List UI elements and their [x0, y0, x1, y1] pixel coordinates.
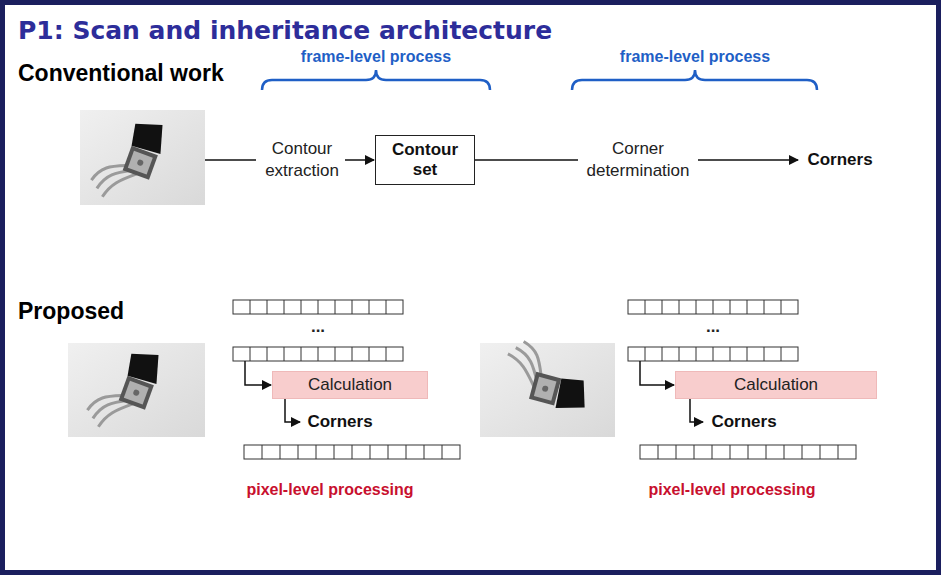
label-text: ...: [311, 316, 325, 338]
slide-title: P1: Scan and inheritance architecture: [18, 16, 552, 45]
switch-photo: [480, 338, 615, 437]
label-text: Corners: [307, 411, 372, 433]
pixel-row: [628, 347, 798, 361]
flow-line: [475, 159, 578, 161]
label-text: pixel-level processing: [246, 480, 413, 501]
slide-border: [3, 3, 939, 573]
calculation-box: Calculation: [272, 371, 428, 399]
label-text: frame-level process: [301, 47, 451, 68]
data-box: Contour set: [375, 135, 475, 186]
label-text: Proposed: [18, 297, 124, 327]
pixel-row: [244, 445, 460, 459]
section-heading: Proposed: [18, 297, 124, 327]
ellipsis: ...: [706, 316, 720, 338]
flow-line: [205, 159, 256, 161]
curly-bracket: [572, 70, 817, 90]
pixel-row: [233, 347, 403, 361]
pixel-row: [640, 445, 856, 459]
step-label: Corner determination: [578, 138, 698, 182]
label-text: ...: [706, 316, 720, 338]
flow-arrow: [285, 399, 300, 422]
label-text: Corners: [711, 411, 776, 433]
output-label: Corners: [711, 411, 776, 433]
output-label: Corners: [807, 149, 872, 171]
flow-arrow: [698, 159, 798, 161]
label-text: Contour extraction: [256, 138, 348, 182]
label-text: Corner determination: [578, 138, 698, 182]
bracket-label: frame-level process: [620, 47, 770, 68]
box-label: Calculation: [281, 375, 419, 395]
switch-photo: [80, 109, 205, 211]
label-text: frame-level process: [620, 47, 770, 68]
switch-photo: [68, 339, 205, 441]
label-text: pixel-level processing: [648, 480, 815, 501]
flow-arrow: [640, 361, 674, 385]
caption-label: pixel-level processing: [246, 480, 413, 501]
box-label: Contour set: [382, 140, 468, 181]
curly-bracket: [262, 70, 490, 90]
label-text: Conventional work: [18, 59, 224, 89]
bracket-label: frame-level process: [301, 47, 451, 68]
ellipsis: ...: [311, 316, 325, 338]
label-text: Corners: [807, 149, 872, 171]
title-text: P1: Scan and inheritance architecture: [18, 16, 552, 45]
pixel-row: [628, 300, 798, 314]
pixel-row: [233, 300, 403, 314]
flow-arrow: [690, 399, 703, 422]
calculation-box: Calculation: [675, 371, 877, 399]
box-label: Calculation: [684, 375, 868, 395]
step-label: Contour extraction: [256, 138, 348, 182]
flow-arrow: [345, 159, 374, 161]
section-heading: Conventional work: [18, 59, 224, 89]
flow-arrow: [245, 361, 271, 385]
output-label: Corners: [307, 411, 372, 433]
caption-label: pixel-level processing: [648, 480, 815, 501]
